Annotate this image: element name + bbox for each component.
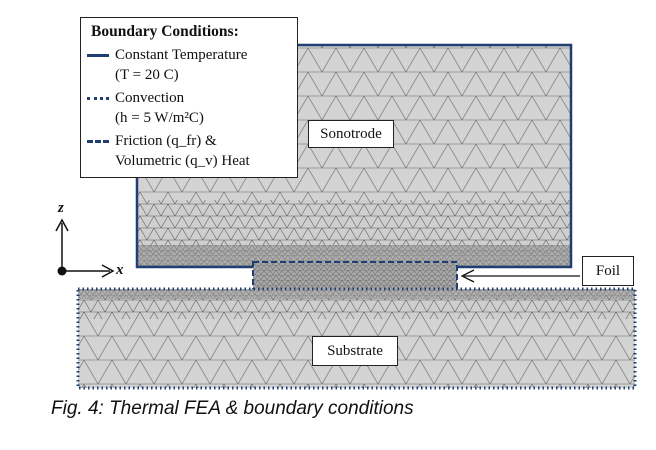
z-axis-label: z [58,200,64,216]
legend-item-label: Convection [115,90,185,106]
legend-item-detail: (h = 5 W/m²C) [115,110,204,126]
dashed-line-swatch [87,140,109,144]
legend-item-label: Friction (q_fr) & [115,133,217,149]
boundary-conditions-legend: Boundary Conditions: Constant Temperatur… [80,17,298,178]
coordinate-axes [55,218,115,278]
dotted-line-swatch [87,97,109,101]
x-axis-label: x [116,262,124,278]
legend-item-friction: Friction (q_fr) & [87,132,217,151]
figure-caption: Fig. 4: Thermal FEA & boundary condition… [51,398,414,419]
foil-pointer-arrow [460,269,580,283]
sonotrode-label: Sonotrode [308,120,394,148]
legend-item-convection: Convection [87,89,184,108]
foil-label: Foil [582,256,634,286]
solid-line-swatch [87,54,109,58]
legend-item-detail: Volumetric (q_v) Heat [115,153,250,169]
foil-body [252,261,458,291]
legend-item-constant-temperature: Constant Temperature [87,46,247,65]
legend-title: Boundary Conditions: [91,23,239,40]
legend-item-detail: (T = 20 C) [115,67,179,83]
legend-item-label: Constant Temperature [115,47,248,63]
substrate-label: Substrate [312,336,398,366]
